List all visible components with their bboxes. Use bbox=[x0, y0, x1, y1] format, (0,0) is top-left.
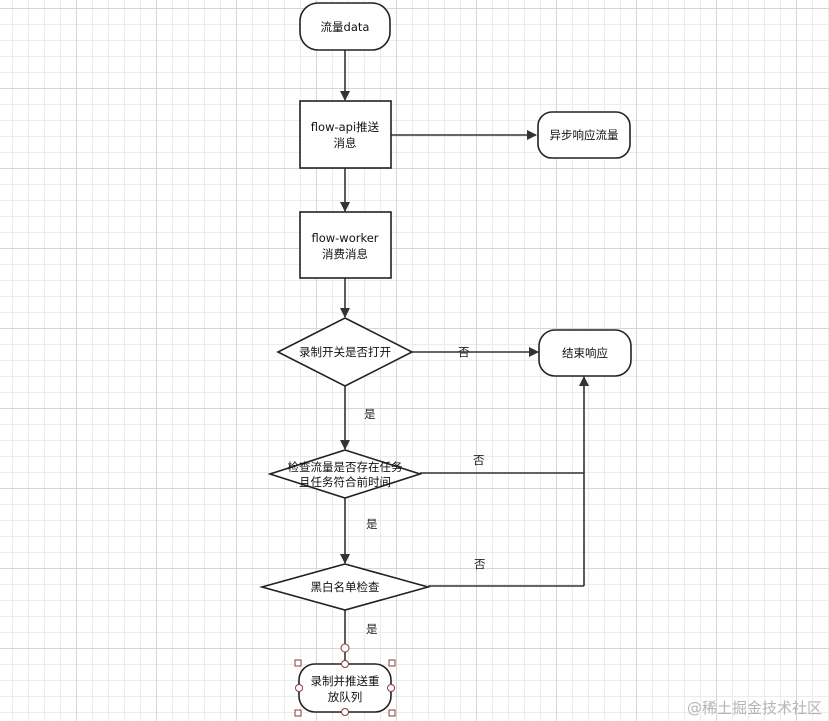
record-switch-decision-label: 录制开关是否打开 bbox=[299, 345, 391, 359]
watermark-text: @稀土掘金技术社区 bbox=[687, 699, 822, 717]
flow-api-node-label-line1: flow-api推送 bbox=[311, 120, 380, 134]
connection-point-top[interactable] bbox=[341, 660, 349, 668]
flow-worker-node-label-line1: flow-worker bbox=[311, 231, 378, 245]
blackwhite-list-decision-label: 黑白名单检查 bbox=[311, 580, 380, 594]
async-response-node[interactable]: 异步响应流量 bbox=[537, 111, 631, 159]
list-yes-label: 是 bbox=[366, 622, 378, 636]
flow-worker-node-label-line2: 消费消息 bbox=[322, 247, 368, 261]
check-no-label: 否 bbox=[473, 453, 485, 467]
start-node[interactable]: 流量data bbox=[299, 2, 391, 51]
resize-handle-top-left[interactable] bbox=[294, 659, 302, 667]
switch-no-label: 否 bbox=[458, 345, 470, 359]
selection-handles[interactable] bbox=[294, 643, 396, 717]
end-response-node[interactable]: 结束响应 bbox=[538, 329, 632, 377]
flow-worker-node[interactable]: flow-worker 消费消息 bbox=[299, 211, 392, 279]
blackwhite-list-decision[interactable]: 黑白名单检查 bbox=[259, 563, 431, 611]
connection-point-left[interactable] bbox=[295, 684, 303, 692]
end-response-node-label: 结束响应 bbox=[562, 346, 608, 360]
record-switch-decision[interactable]: 录制开关是否打开 bbox=[276, 317, 414, 387]
async-response-node-label: 异步响应流量 bbox=[550, 128, 619, 142]
flow-api-node-label-line2: 消息 bbox=[334, 136, 357, 150]
connection-point-incoming[interactable] bbox=[340, 643, 350, 653]
check-yes-label: 是 bbox=[366, 517, 378, 531]
flow-api-node[interactable]: flow-api推送 消息 bbox=[299, 100, 392, 169]
connection-point-right[interactable] bbox=[387, 684, 395, 692]
list-no-label: 否 bbox=[474, 557, 486, 571]
resize-handle-top-right[interactable] bbox=[388, 659, 396, 667]
record-push-node-label-line1: 录制并推送重 bbox=[311, 674, 380, 688]
start-node-label: 流量data bbox=[321, 20, 370, 34]
resize-handle-bottom-left[interactable] bbox=[294, 709, 302, 717]
check-traffic-decision-label-line2: 且任务符合前时间 bbox=[299, 475, 391, 489]
switch-yes-label: 是 bbox=[364, 407, 376, 421]
record-push-node-label-line2: 放队列 bbox=[328, 690, 363, 704]
resize-handle-bottom-right[interactable] bbox=[388, 709, 396, 717]
connection-point-bottom[interactable] bbox=[341, 708, 349, 716]
check-traffic-decision[interactable]: 检查流量是否存在任务 且任务符合前时间 bbox=[267, 449, 423, 499]
record-push-node[interactable]: 录制并推送重 放队列 bbox=[298, 663, 392, 713]
check-traffic-decision-label-line1: 检查流量是否存在任务 bbox=[288, 460, 403, 474]
